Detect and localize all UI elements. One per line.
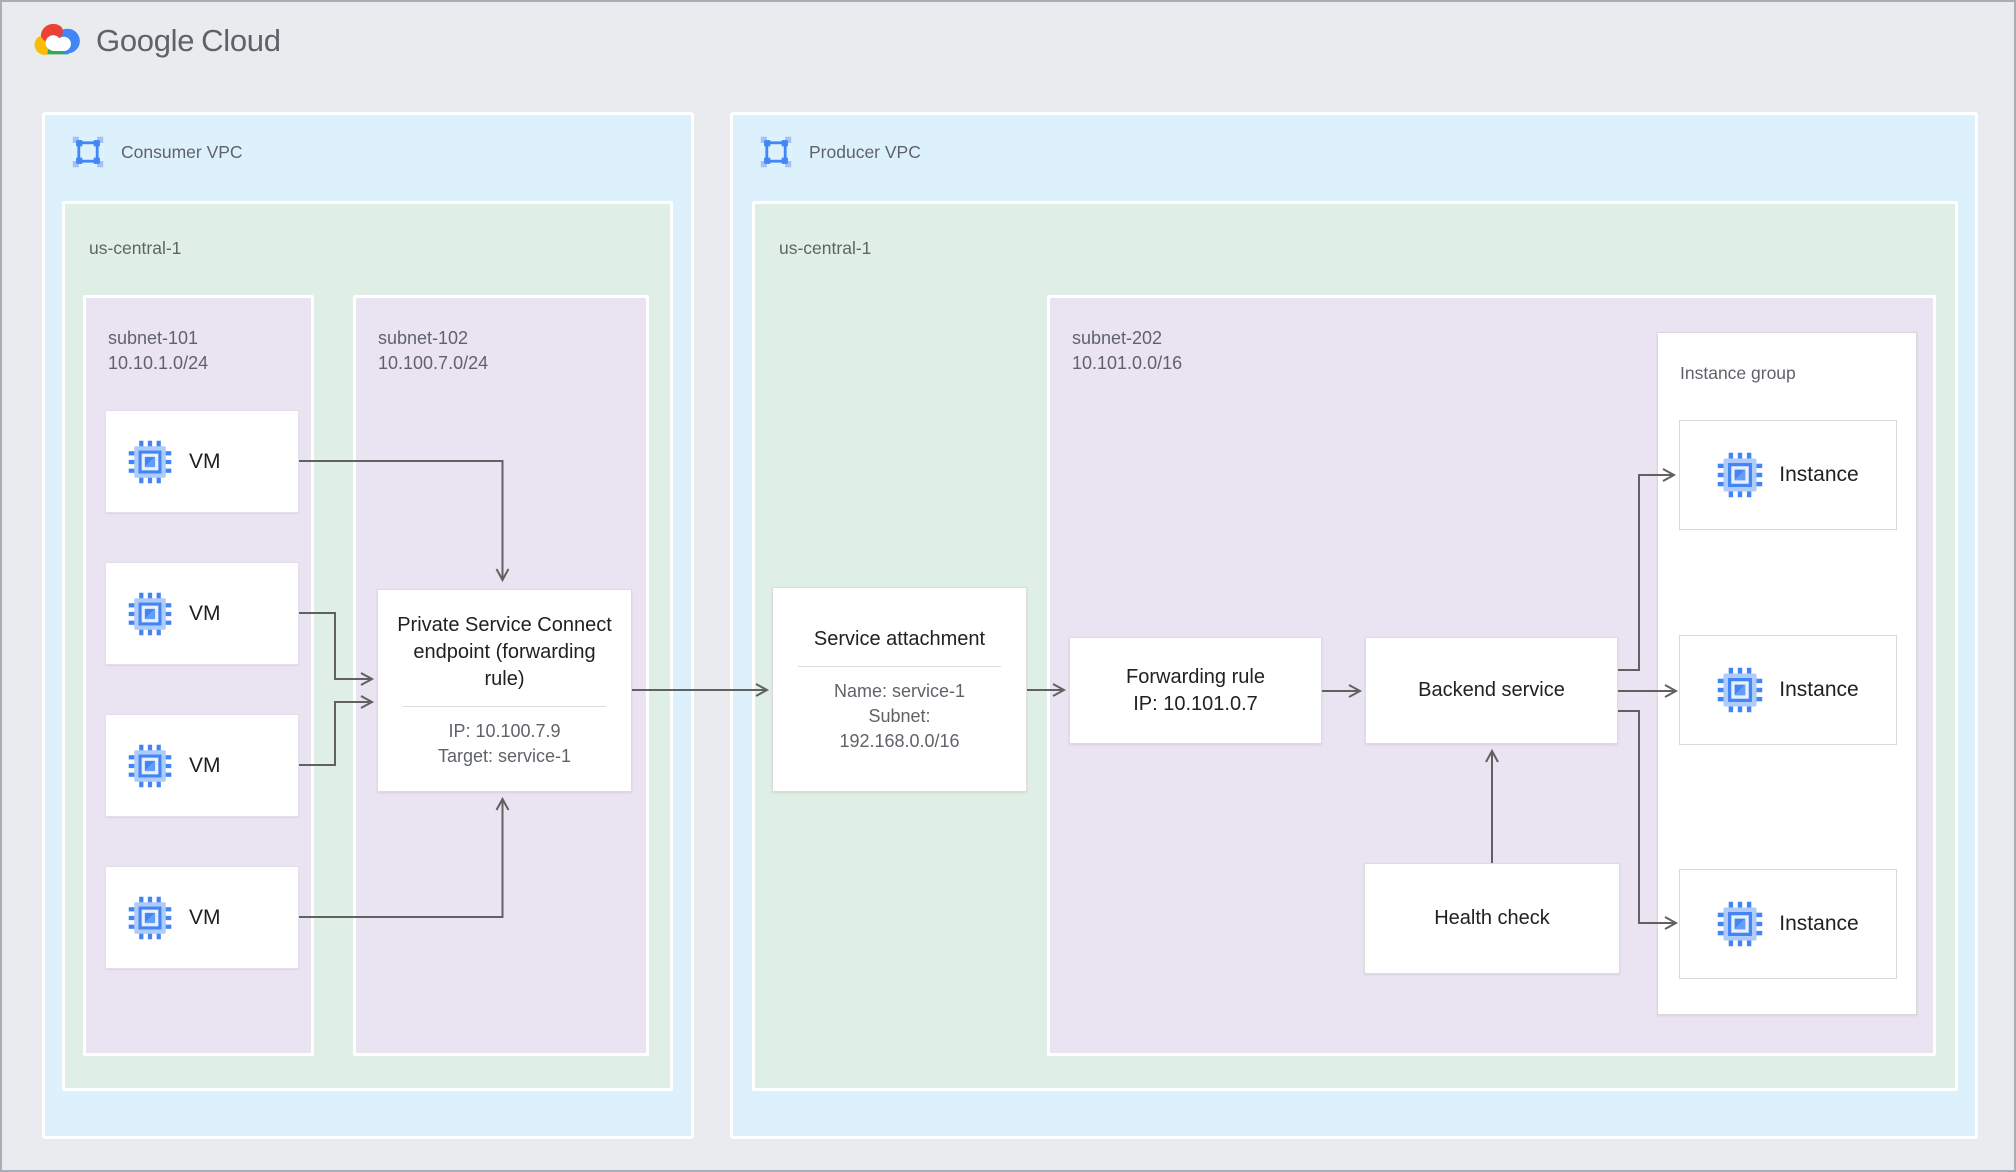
instance-label: Instance — [1779, 912, 1859, 935]
subnet-102-label: subnet-102 10.100.7.0/24 — [378, 326, 488, 376]
instance-label: Instance — [1779, 678, 1859, 701]
producer-vpc-label: Producer VPC — [809, 141, 921, 162]
consumer-vpc-panel: Consumer VPC us-central-1 subnet-101 10.… — [42, 112, 694, 1139]
instance-label: Instance — [1779, 463, 1859, 486]
vpc-network-icon — [71, 135, 105, 169]
consumer-vpc-header: Consumer VPC — [71, 135, 243, 169]
instance-node: Instance — [1679, 869, 1897, 979]
compute-engine-icon — [1717, 667, 1763, 713]
subnet-102: subnet-102 10.100.7.0/24 Private Service… — [353, 295, 649, 1056]
subnet-101: subnet-101 10.10.1.0/24 VM VM VM V — [83, 295, 314, 1056]
forwarding-rule-node: Forwarding rule IP: 10.101.0.7 — [1069, 637, 1322, 744]
vm-node: VM — [105, 410, 299, 513]
vm-node: VM — [105, 714, 299, 817]
service-attachment-node: Service attachment Name: service-1 Subne… — [772, 587, 1027, 792]
google-cloud-icon — [34, 23, 80, 55]
service-attachment-title: Service attachment — [813, 627, 986, 650]
backend-service-node: Backend service — [1365, 637, 1618, 744]
psc-endpoint-title: Private Service Connect endpoint (forwar… — [397, 614, 612, 690]
subnet-101-label: subnet-101 10.10.1.0/24 — [108, 326, 208, 376]
service-attachment-name: Name: service-1 — [833, 680, 966, 701]
vm-label: VM — [189, 905, 221, 929]
subnet-202-cidr: 10.101.0.0/16 — [1072, 353, 1183, 373]
consumer-region: us-central-1 subnet-101 10.10.1.0/24 VM … — [62, 201, 673, 1091]
subnet-202-name: subnet-202 — [1072, 328, 1163, 348]
health-check-title: Health check — [1434, 907, 1550, 929]
consumer-region-label: us-central-1 — [89, 238, 182, 258]
producer-region-label: us-central-1 — [779, 238, 872, 258]
subnet-102-cidr: 10.100.7.0/24 — [378, 353, 489, 373]
instance-node: Instance — [1679, 420, 1897, 530]
vm-label: VM — [189, 753, 221, 777]
backend-service-title: Backend service — [1418, 679, 1565, 701]
instance-group-panel: Instance group Instance Instance Instanc… — [1657, 332, 1917, 1015]
consumer-vpc-label: Consumer VPC — [121, 141, 243, 162]
vpc-network-icon — [759, 135, 793, 169]
producer-vpc-panel: Producer VPC us-central-1 Service attach… — [730, 112, 1978, 1139]
service-attachment-subnet-cidr: 192.168.0.0/16 — [839, 730, 960, 751]
divider — [403, 706, 606, 707]
psc-endpoint-node: Private Service Connect endpoint (forwar… — [377, 589, 632, 792]
compute-engine-icon — [128, 440, 172, 484]
compute-engine-icon — [128, 744, 172, 788]
compute-engine-icon — [128, 592, 172, 636]
subnet-101-cidr: 10.10.1.0/24 — [108, 353, 209, 373]
vm-label: VM — [189, 449, 221, 473]
health-check-node: Health check — [1364, 863, 1620, 974]
psc-endpoint-ip: IP: 10.100.7.9 — [448, 721, 561, 741]
compute-engine-icon — [128, 896, 172, 940]
service-attachment-subnet-label: Subnet: — [868, 705, 931, 726]
vm-node: VM — [105, 866, 299, 969]
vm-label: VM — [189, 601, 221, 625]
vm-node: VM — [105, 562, 299, 665]
compute-engine-icon — [1717, 452, 1763, 498]
subnet-101-name: subnet-101 — [108, 328, 199, 348]
subnet-202: subnet-202 10.101.0.0/16 Forwarding rule… — [1047, 295, 1936, 1056]
subnet-102-name: subnet-102 — [378, 328, 469, 348]
divider — [798, 665, 1001, 667]
instance-node: Instance — [1679, 635, 1897, 745]
forwarding-rule-ip: IP: 10.101.0.7 — [1133, 692, 1258, 715]
psc-endpoint-target: Target: service-1 — [437, 746, 572, 766]
producer-region: us-central-1 Service attachment Name: se… — [752, 201, 1958, 1091]
compute-engine-icon — [1717, 901, 1763, 947]
subnet-202-label: subnet-202 10.101.0.0/16 — [1072, 326, 1182, 376]
forwarding-rule-title: Forwarding rule — [1126, 665, 1265, 688]
instance-group-label: Instance group — [1680, 363, 1796, 383]
producer-vpc-header: Producer VPC — [759, 135, 921, 169]
